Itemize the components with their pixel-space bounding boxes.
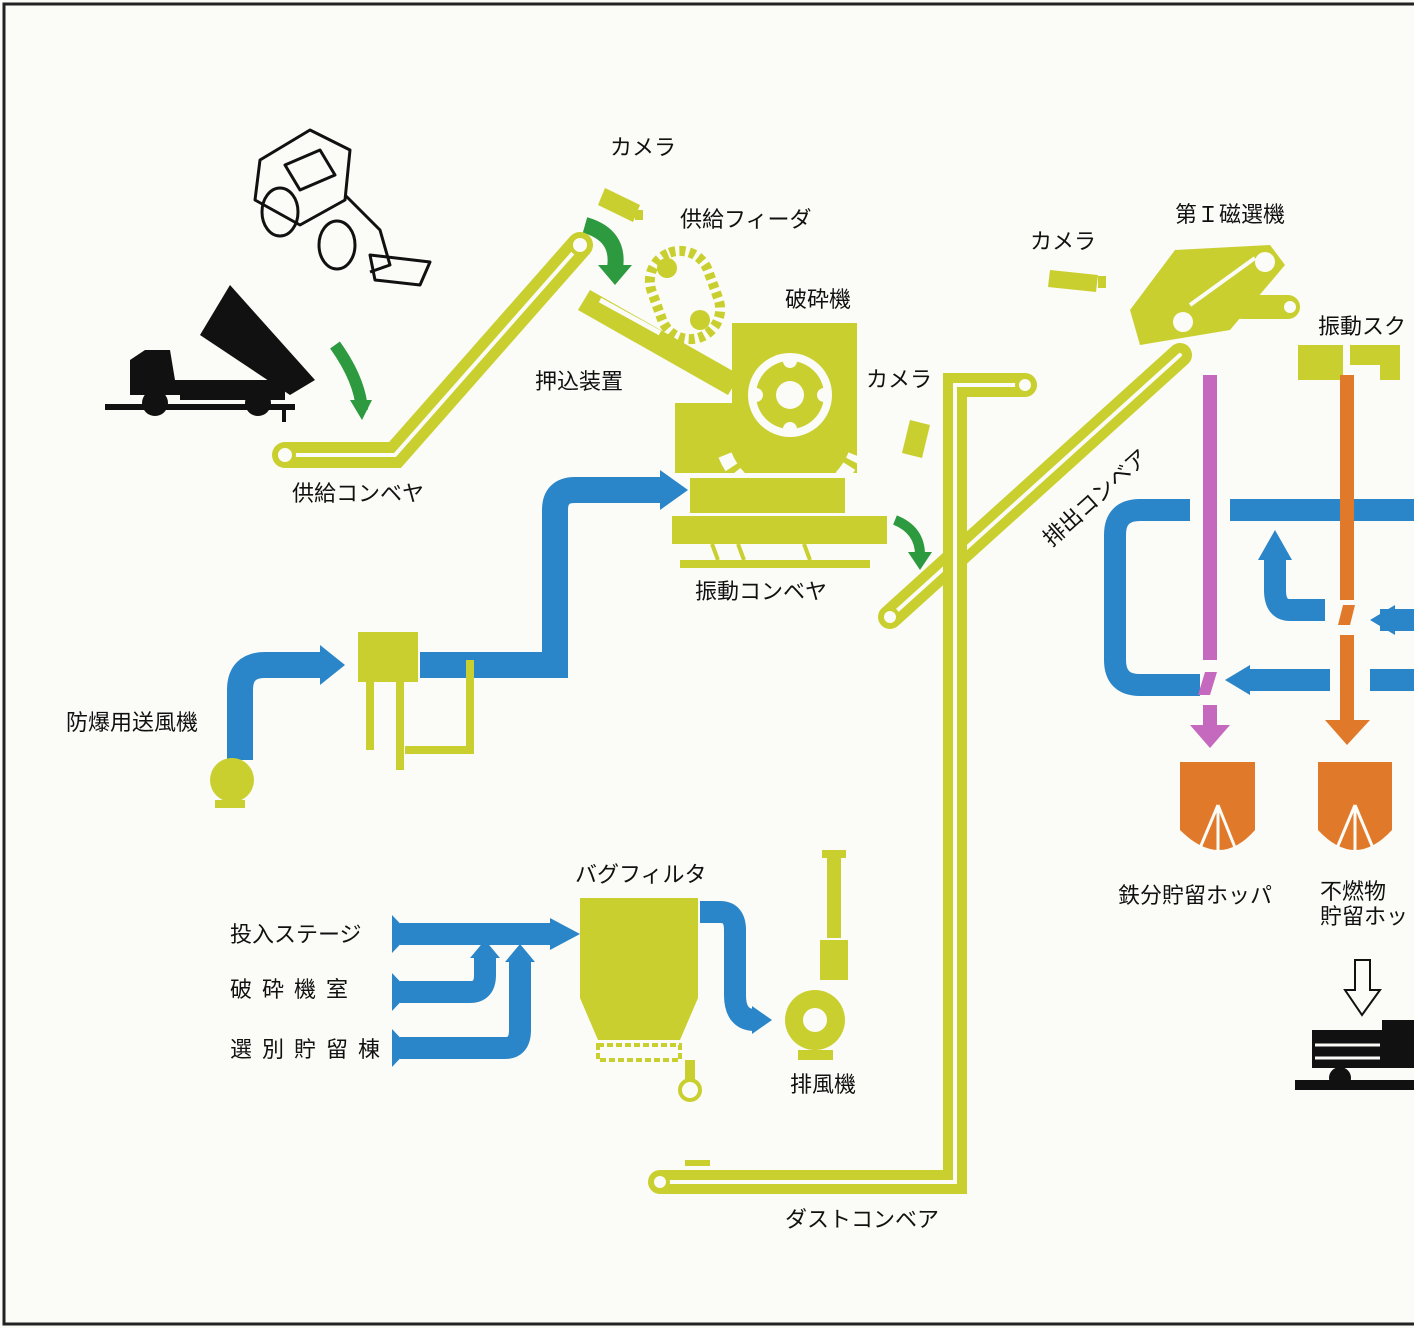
label-feed-feeder: 供給フィーダ [680,208,812,233]
label-exhaust-fan: 排風機 [790,1073,857,1098]
air-duct-right [1104,499,1414,696]
dust-conveyor [648,373,1037,1194]
label-crusher: 破砕機 [785,288,852,313]
crusher [672,323,887,568]
arrowhead [350,400,372,420]
camera-icon [1048,270,1106,292]
label-nonburn-hopper: 不燃物 貯留ホッ [1320,880,1409,931]
wheel-loader-icon [253,128,432,287]
label-explosion-blower: 防爆用送風機 [66,711,199,736]
arrowhead [1258,530,1292,560]
arrowhead [598,265,632,285]
feed-conveyor [272,232,593,468]
dump-truck-icon [105,285,315,422]
feed-feeder [644,245,726,345]
label-camera-mid: カメラ [866,368,933,393]
flatbed-truck-icon [1295,1020,1414,1090]
label-feed-conveyor: 供給コンベヤ [292,482,425,507]
nonburn-line [1325,375,1370,745]
duct-ends [392,915,772,1067]
flow-arrow-vib [892,515,925,556]
arrowhead [1225,665,1250,695]
label-crusher-room: 破砕機室 [230,978,359,1003]
label-vibrating-screen: 振動スク [1318,315,1407,340]
air-duct-blower [227,470,688,770]
down-arrow-icon [1343,959,1382,1017]
magnetic-separator-1 [1130,245,1300,345]
iron-line [1190,375,1230,748]
label-magnet-1: 第Ｉ磁選機 [1175,203,1286,228]
camera-icon [902,420,930,458]
hopper-icon [1180,762,1255,862]
label-bag-filter: バグフィルタ [575,863,707,888]
discharge-conveyor [878,343,1192,629]
push-device [578,290,740,395]
vibrating-screen [1298,345,1400,380]
label-camera-top: カメラ [610,136,677,161]
arrowhead [908,552,932,570]
label-vibrating-conveyor: 振動コンベヤ [695,580,828,605]
bag-filter-ducts [400,901,756,1059]
label-iron-hopper: 鉄分貯留ホッパ [1118,884,1273,909]
hopper-icon [1318,762,1392,862]
label-input-stage: 投入ステージ [230,923,362,948]
exhaust-fan-icon [785,850,848,1060]
label-dust-conveyor: ダストコンベア [785,1208,940,1233]
label-sorting-storage: 選別貯留棟 [230,1038,391,1063]
arrowhead [1370,605,1395,635]
camera-icon [598,188,643,222]
label-camera-right: カメラ [1030,230,1097,255]
label-push-device: 押込装置 [535,370,624,395]
flow-arrow-feeder [582,217,624,270]
blower-icon [210,758,254,808]
bag-filter-icon [580,898,702,1102]
